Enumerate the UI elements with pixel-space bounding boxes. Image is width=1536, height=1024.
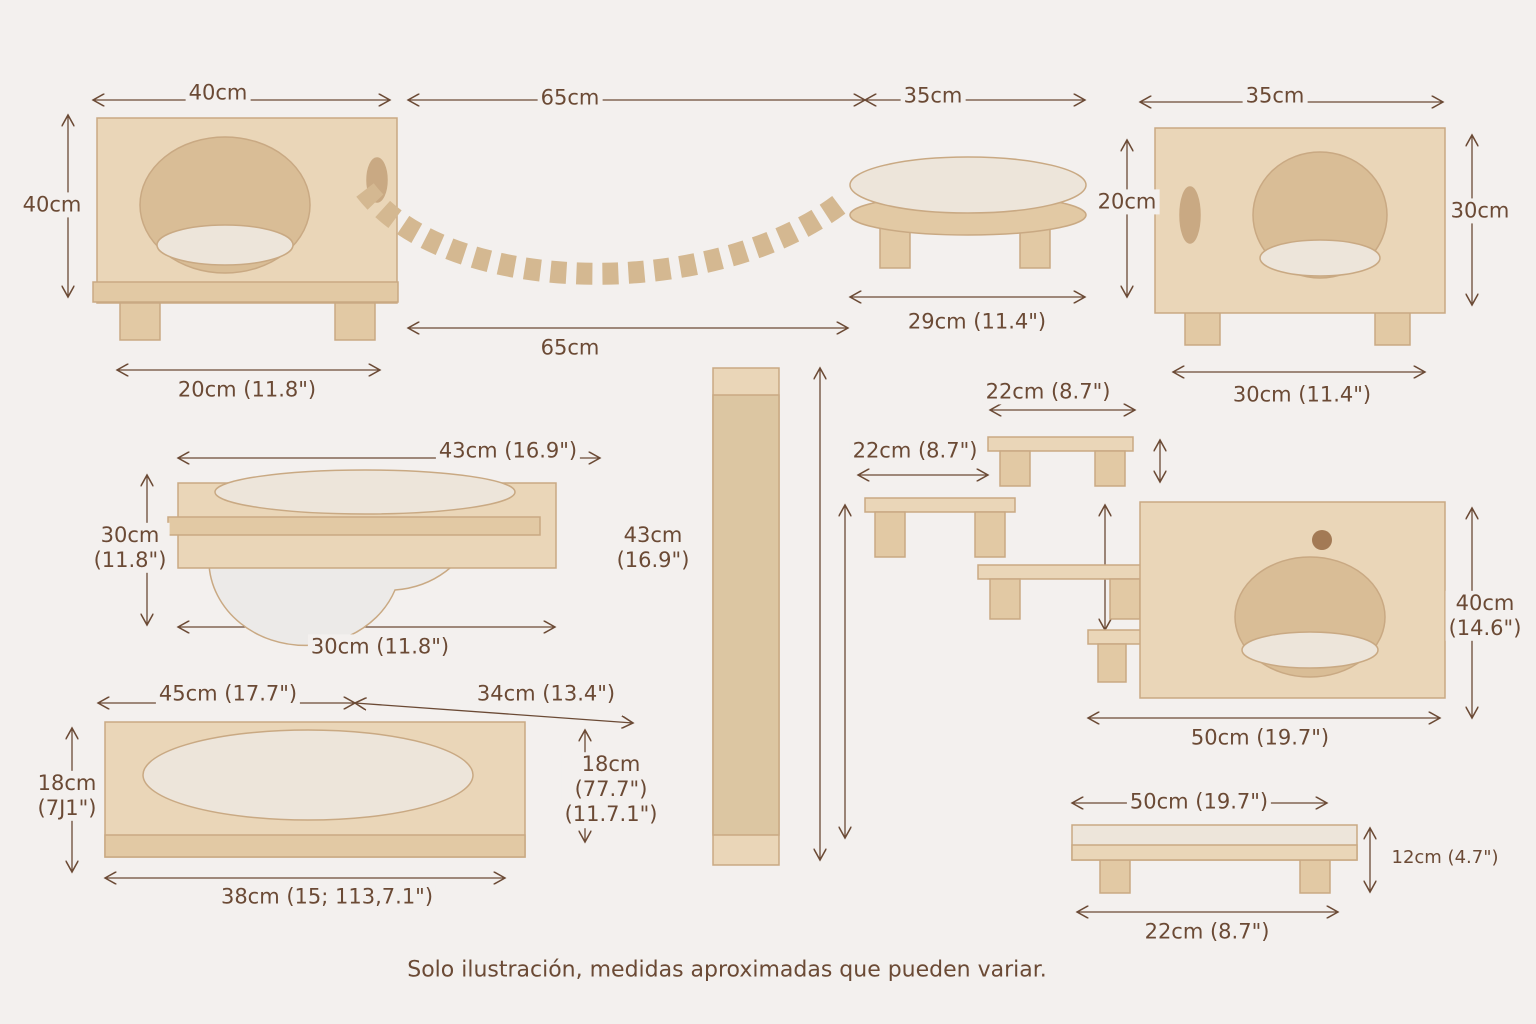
- house2-width-label: 35cm: [1242, 83, 1308, 109]
- sofa-bed: [104, 721, 526, 858]
- round-bed-top-label: 35cm: [900, 83, 966, 109]
- shelf-bottom-label: 22cm (8.7"): [1141, 919, 1273, 945]
- shelf-height-label: 12cm (4.7"): [1388, 847, 1502, 869]
- rope-bridge: [356, 183, 852, 285]
- paw-icon: [1312, 530, 1332, 550]
- sofa-right-top-label: 34cm (13.4"): [473, 681, 619, 707]
- steps-left-label: 22cm (8.7"): [849, 438, 981, 464]
- house3-bottom-label: 50cm (19.7"): [1187, 725, 1333, 751]
- sofa-height-right-label: 18cm (77.7") (11.7.1"): [561, 752, 661, 828]
- house2-bottom-label: 30cm (11.4"): [1229, 382, 1375, 408]
- scratching-post: [712, 367, 780, 866]
- bridge-top-label: 65cm: [537, 85, 603, 111]
- steps-top-label: 22cm (8.7"): [982, 379, 1114, 405]
- post-height-label: 43cm (16.9"): [613, 522, 693, 574]
- wall-steps: [864, 436, 1185, 683]
- house2-step-height-label: 20cm: [1094, 189, 1160, 215]
- sofa-bottom-label: 38cm (15; 113,7.1"): [217, 884, 437, 910]
- hammock-top-label: 43cm (16.9"): [435, 438, 581, 464]
- hammock-bottom-label: 30cm (11.8"): [307, 634, 453, 660]
- bridge-bottom-label: 65cm: [537, 335, 603, 361]
- sofa-height-left-label: 18cm (7J1"): [34, 770, 100, 822]
- house1-bottom-label: 20cm (11.8"): [174, 377, 320, 403]
- house2-height-label: 30cm: [1447, 198, 1513, 224]
- bubble-hammock: [167, 469, 557, 647]
- cushion-shelf: [1071, 824, 1358, 894]
- round-bed: [849, 156, 1087, 269]
- house1-height-label: 40cm: [19, 192, 85, 218]
- caption: Solo ilustración, medidas aproximadas qu…: [407, 957, 1047, 983]
- house1-width-label: 40cm: [185, 80, 251, 106]
- round-bed-bottom-label: 29cm (11.4"): [904, 309, 1050, 335]
- house3-height-label: 40cm (14.6"): [1445, 590, 1525, 642]
- shelf-top-label: 50cm (19.7"): [1126, 789, 1272, 815]
- cat-house-large: [92, 117, 399, 341]
- sofa-left-top-label: 45cm (17.7"): [155, 681, 301, 707]
- cat-house-small: [1154, 127, 1446, 346]
- cat-house-paw: [1139, 501, 1446, 699]
- hammock-height-label: 30cm (11.8"): [90, 522, 170, 574]
